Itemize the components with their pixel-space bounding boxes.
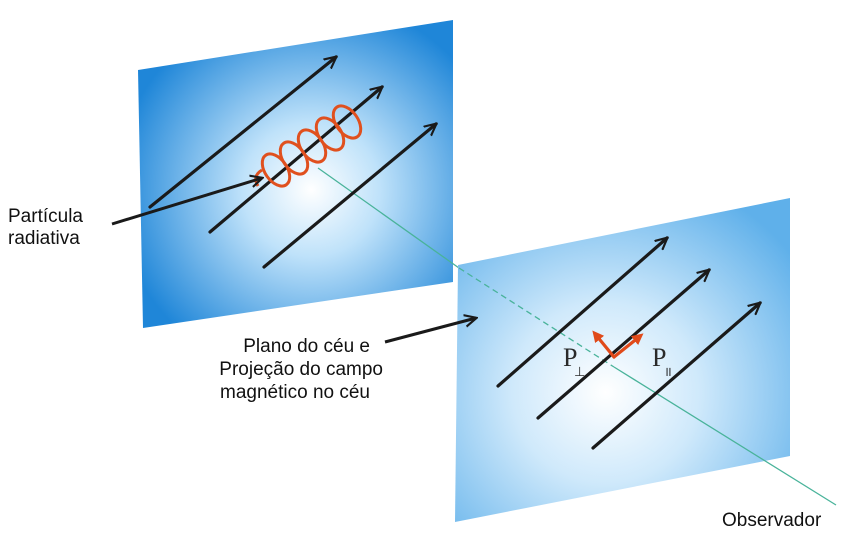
line-of-sight-near: [613, 366, 837, 506]
field-arrow: [148, 57, 336, 209]
p-parallel-arrow: [612, 333, 644, 359]
sky-plane-label-line1: Plano do céu e: [243, 336, 370, 357]
field-arrow: [496, 238, 667, 388]
p-parallel-label: P: [652, 343, 666, 372]
polarization-vectors: [592, 330, 644, 359]
p-perp-subscript: ⊥: [574, 364, 585, 379]
particle-label-line1: Partícula: [8, 206, 83, 227]
sky-plane-pointer-arrow: [384, 318, 476, 344]
near-field-arrows: [496, 238, 760, 450]
field-arrow: [536, 270, 709, 420]
particle-label-line2: radiativa: [8, 228, 80, 249]
sky-plane-label-line3: magnético no céu: [220, 382, 370, 403]
line-of-sight-dashed: [458, 267, 615, 368]
sky-plane-label-line2: Projeção do campo: [219, 359, 383, 380]
line-of-sight-far: [317, 167, 460, 269]
particle-pointer-arrow: [111, 178, 262, 226]
p-parallel-subscript: ॥: [664, 364, 672, 379]
p-perp-label: P: [563, 343, 577, 372]
observer-label: Observador: [722, 510, 822, 531]
field-arrow: [591, 303, 760, 450]
field-arrow: [262, 124, 436, 269]
near-panel: [455, 198, 790, 522]
p-perp-arrow: [592, 330, 616, 359]
